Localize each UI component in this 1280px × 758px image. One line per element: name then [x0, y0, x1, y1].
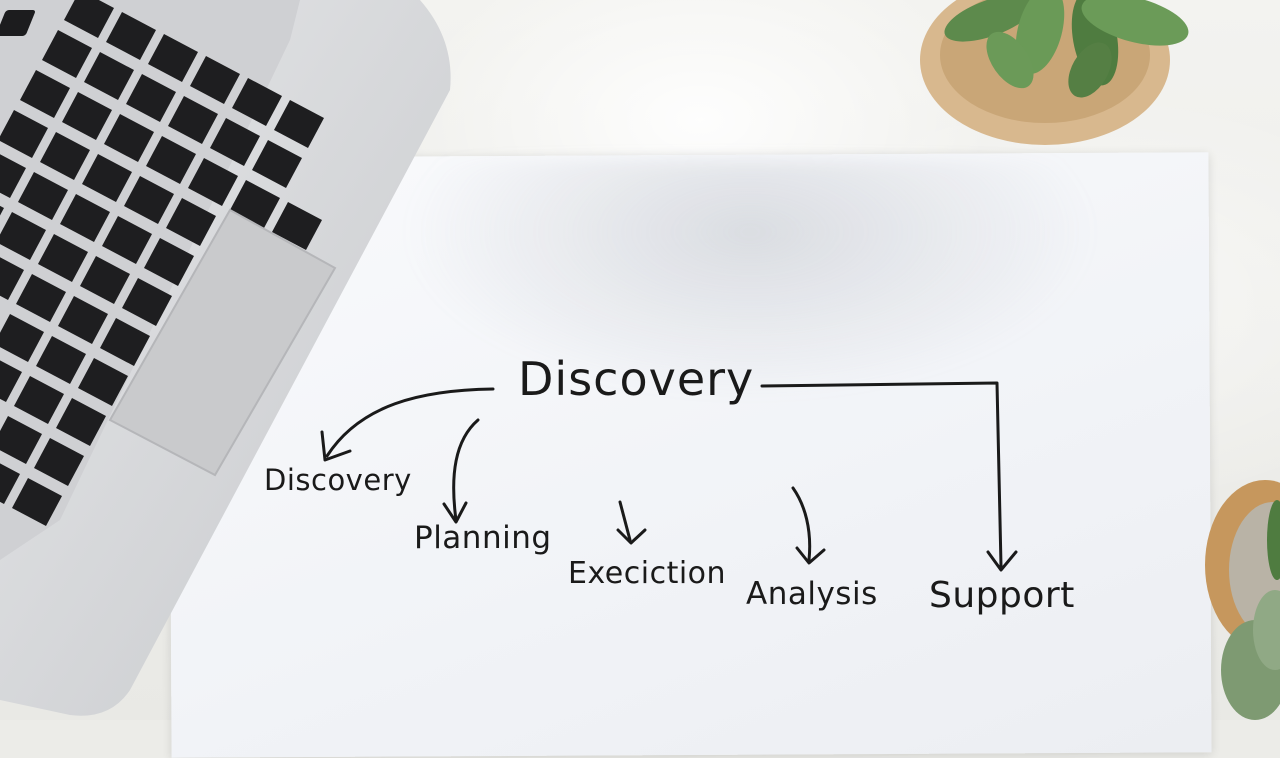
keyboard-key — [36, 336, 86, 384]
keyboard-key — [82, 154, 132, 202]
plant-leaves-right — [1221, 500, 1280, 720]
keyboard-key — [188, 158, 238, 206]
keyboard-key — [0, 110, 48, 158]
keyboard-key — [168, 96, 218, 144]
keyboard-key — [0, 257, 24, 300]
keyboard-key — [60, 194, 110, 242]
keyboard-key — [104, 114, 154, 162]
keyboard-key — [102, 216, 152, 264]
keyboard-key — [56, 398, 106, 446]
keyboard-key — [148, 34, 198, 82]
keyboard-key — [18, 172, 68, 220]
keyboard-key — [166, 198, 216, 246]
plant-shadow — [400, 160, 1100, 400]
keyboard-key — [0, 416, 42, 464]
arrow-to-discovery — [320, 387, 495, 462]
keyboard-key — [0, 154, 26, 198]
keyboard-key — [0, 463, 20, 504]
keyboard-key — [34, 438, 84, 486]
keyboard — [0, 10, 35, 36]
keyboard-key — [144, 238, 194, 286]
branch-label-discovery: Discovery — [264, 463, 412, 497]
keyboard-key — [0, 205, 4, 216]
keyboard-key — [272, 202, 322, 250]
keyboard-key — [58, 296, 108, 344]
keyboard-key — [80, 256, 130, 304]
keyboard-key — [106, 12, 156, 60]
keyboard-key — [190, 56, 240, 104]
trackpad — [108, 208, 337, 477]
root-node-label: Discovery — [518, 352, 755, 406]
branch-label-execution: Execiction — [568, 556, 727, 591]
keyboard-key — [232, 78, 282, 126]
keyboard-key — [122, 278, 172, 326]
arrow-to-execution — [616, 500, 647, 545]
keyboard-key — [64, 0, 114, 38]
keyboard-key — [42, 30, 92, 78]
laptop — [0, 0, 451, 716]
keyboard-key — [124, 176, 174, 224]
keyboard-key — [20, 70, 70, 118]
keyboard-key — [38, 234, 88, 282]
arrow-to-support — [760, 381, 1018, 572]
plant-leaves — [944, 0, 1189, 98]
arrow-to-analysis — [791, 486, 826, 565]
branch-label-analysis: Analysis — [746, 576, 878, 612]
keyboard-key — [146, 136, 196, 184]
arrow-to-planning — [442, 418, 480, 524]
keyboard-key — [16, 274, 66, 322]
keyboard-key — [78, 358, 128, 406]
potted-plant-right — [1205, 480, 1280, 720]
flow-diagram — [320, 381, 1018, 572]
keyboard-key — [62, 92, 112, 140]
keyboard-key — [126, 74, 176, 122]
keyboard-key — [0, 212, 46, 260]
potted-plant-top — [920, 0, 1189, 145]
keyboard-key — [12, 478, 62, 526]
keyboard-key — [40, 132, 90, 180]
keyboard-key — [210, 118, 260, 166]
keyboard-key — [274, 100, 324, 148]
keyboard-key — [0, 314, 44, 362]
keyboard-key — [100, 318, 150, 366]
keyboard-key — [14, 376, 64, 424]
keyboard-key — [252, 140, 302, 188]
keyboard-key — [0, 360, 22, 402]
keyboard-key — [84, 52, 134, 100]
branch-label-support: Support — [929, 575, 1075, 616]
branch-label-planning: Planning — [414, 520, 552, 556]
